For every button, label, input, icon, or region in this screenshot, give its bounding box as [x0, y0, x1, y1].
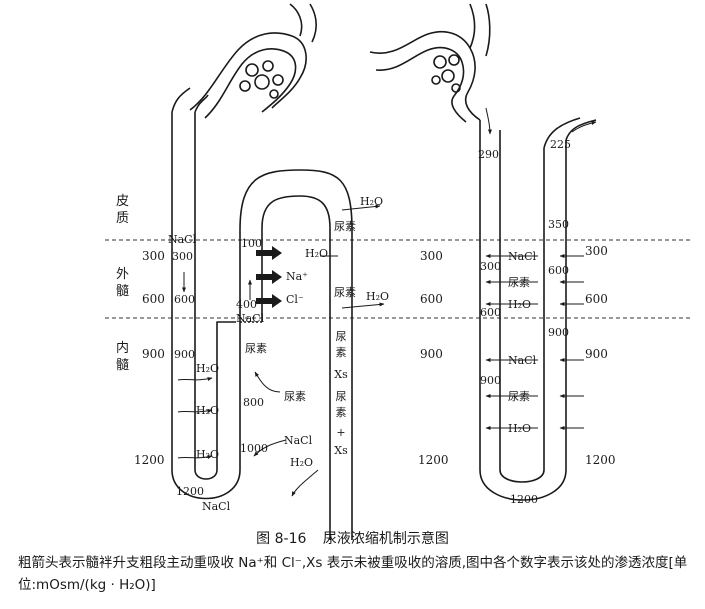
na-ion-label: Na⁺ — [286, 270, 308, 283]
svg-text:皮: 皮 — [116, 194, 129, 209]
right-descending-900: 900 — [480, 374, 501, 387]
right-ascending-225: 225 — [550, 138, 571, 151]
svg-text:300: 300 — [420, 249, 443, 263]
right-arrow-label-nacl-2: NaCl — [508, 354, 537, 367]
na-cl-pump-arrows — [256, 246, 282, 308]
svg-text:尿: 尿 — [336, 390, 347, 403]
pump-arrow-1 — [256, 246, 282, 260]
right-arrow-label-urea-1: 尿素 — [508, 276, 530, 289]
urea-label-interstitium: 尿素 — [284, 390, 306, 403]
svg-text:质: 质 — [116, 211, 129, 226]
ascending-value-800: 800 — [243, 396, 264, 409]
svg-text:尿素: 尿素 — [245, 342, 267, 355]
svg-text:Xs: Xs — [334, 368, 348, 381]
h2o-label-inner-1: H₂O — [196, 362, 219, 375]
nacl-top-label: NaCl — [168, 233, 197, 246]
right-descending-1200: 1200 — [510, 493, 538, 506]
svg-text:髓: 髓 — [116, 284, 129, 299]
h2o-label-bottom: H₂O — [290, 456, 313, 469]
right-ascending-900: 900 — [548, 326, 569, 339]
svg-text:1200: 1200 — [418, 453, 449, 467]
descending-value-300: 300 — [172, 250, 193, 263]
svg-text:900: 900 — [142, 347, 165, 361]
zone-label-cortex: 皮 质 — [116, 194, 129, 226]
urea-label-mid: 尿素 — [334, 286, 356, 299]
svg-text:1200: 1200 — [585, 453, 616, 467]
figure-title: 图 8-16 尿液浓缩机制示意图 — [0, 528, 705, 548]
urea-vertical-label: 尿素 — [245, 342, 267, 355]
right-ascending-600: 600 — [548, 264, 569, 277]
urea-label-top: 尿素 — [334, 220, 356, 233]
svg-text:内: 内 — [116, 340, 129, 356]
svg-text:900: 900 — [585, 347, 608, 361]
left-flow-arrows — [177, 204, 385, 497]
loop-nacl-label: NaCl — [236, 312, 265, 325]
svg-text:600: 600 — [585, 292, 608, 306]
h2o-label-upper: H₂O — [305, 247, 328, 260]
right-arrow-label-h2o-1: H₂O — [508, 298, 531, 311]
interstitium-values-middle: 300 600 900 1200 — [418, 249, 449, 467]
zone-label-inner-medulla: 内 髓 — [116, 340, 129, 373]
ascending-value-400: 400 — [236, 298, 257, 311]
zone-label-outer-medulla: 外 髓 — [116, 267, 129, 299]
right-diagram-labels: 290 300 600 900 1200 225 350 600 900 NaC… — [478, 138, 571, 506]
right-descending-600: 600 — [480, 306, 501, 319]
svg-text:600: 600 — [420, 292, 443, 306]
cl-ion-label: Cl⁻ — [286, 293, 304, 306]
figure-description: 粗箭头表示髓袢升支粗段主动重吸收 Na⁺和 Cl⁻,Xs 表示未被重吸收的溶质,… — [18, 555, 688, 593]
descending-value-900: 900 — [174, 348, 195, 361]
left-nephron — [171, 3, 353, 540]
collecting-duct-text: 尿 素 Xs 尿 素 + Xs — [334, 330, 348, 457]
left-diagram-labels: NaCl 300 600 900 1200 100 400 800 1000 N… — [168, 195, 389, 513]
h2o-label-inner-3: H₂O — [196, 448, 219, 461]
svg-text:+: + — [336, 426, 345, 439]
right-flow-arrows — [485, 107, 597, 430]
h2o-label-inner-2: H₂O — [196, 404, 219, 417]
bottom-nacl-label: NaCl — [202, 500, 231, 513]
figure-title-text: 尿液浓缩机制示意图 — [322, 531, 449, 547]
svg-text:髓: 髓 — [116, 358, 129, 373]
pump-arrow-2 — [256, 270, 282, 284]
right-nephron — [369, 3, 597, 501]
svg-text:尿: 尿 — [336, 330, 347, 343]
svg-text:素: 素 — [336, 406, 347, 419]
svg-text:外: 外 — [116, 267, 129, 282]
svg-text:600: 600 — [142, 292, 165, 306]
interstitium-values-left: 300 600 900 1200 — [134, 249, 165, 467]
descending-value-1200: 1200 — [176, 485, 204, 498]
h2o-label-mid-right: H₂O — [366, 290, 389, 303]
right-ascending-350: 350 — [548, 218, 569, 231]
svg-text:1200: 1200 — [134, 453, 165, 467]
left-glomerulus — [189, 3, 317, 119]
svg-text:300: 300 — [585, 244, 608, 258]
right-descending-290: 290 — [478, 148, 499, 161]
right-arrow-label-h2o-2: H₂O — [508, 422, 531, 435]
thick-segment-value: 100 — [241, 237, 262, 250]
right-descending-300: 300 — [480, 260, 501, 273]
svg-text:300: 300 — [142, 249, 165, 263]
h2o-label-top-right: H₂O — [360, 195, 383, 208]
right-arrow-label-nacl-1: NaCl — [508, 250, 537, 263]
svg-text:素: 素 — [336, 346, 347, 359]
right-arrow-label-urea-2: 尿素 — [508, 390, 530, 403]
pump-arrow-3 — [256, 294, 282, 308]
right-glomerulus — [369, 3, 491, 123]
nacl-label-interstitium: NaCl — [284, 434, 313, 447]
descending-value-600: 600 — [174, 293, 195, 306]
interstitium-values-right: 300 600 900 1200 — [585, 244, 616, 467]
figure-number: 图 8-16 — [256, 531, 307, 547]
ascending-value-1000: 1000 — [240, 442, 268, 455]
svg-text:Xs: Xs — [334, 444, 348, 457]
svg-text:900: 900 — [420, 347, 443, 361]
